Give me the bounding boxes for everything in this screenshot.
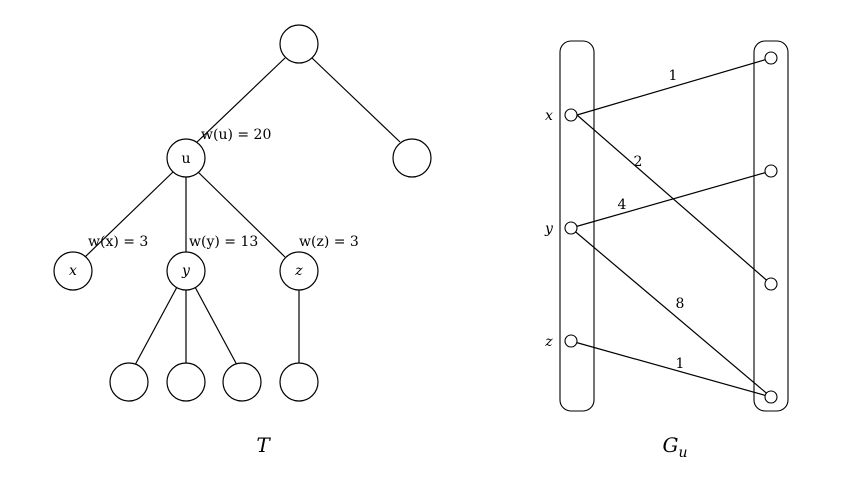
graph-label-z: z	[544, 334, 553, 350]
graph-edge-weight-8: 8	[676, 296, 685, 312]
graph-vertex-x	[564, 108, 578, 122]
left-partition	[559, 40, 595, 412]
tree-leaf-z	[279, 362, 319, 402]
graph-edge-weight-1: 1	[669, 68, 678, 84]
graph-edge-y-r2	[570, 170, 772, 229]
graph-vertex-y	[564, 221, 578, 235]
graph-label-x: x	[545, 108, 553, 124]
tree-node-u	[166, 138, 206, 178]
graph-gu: x y z 1 2 4 8 1 Gu	[544, 40, 789, 461]
graph-edge-weight-4: 4	[618, 197, 627, 213]
graph-vertex-right-2	[764, 164, 778, 178]
weight-label-u: w(u) = 20	[201, 127, 271, 143]
graph-caption-main: G	[662, 433, 678, 457]
graph-edge-weight-2: 2	[634, 154, 643, 170]
tree-node-z-label: z	[294, 263, 303, 279]
graph-vertex-right-4	[764, 390, 778, 404]
tree-edge-root-u	[195, 57, 286, 144]
tree-leaf-y-3	[222, 362, 262, 402]
graph-caption: Gu	[662, 433, 687, 461]
graph-vertex-right-1	[764, 51, 778, 65]
graph-caption-subscript: u	[678, 445, 687, 461]
tree-root-node	[279, 24, 319, 64]
tree-node-right	[392, 138, 432, 178]
tree-node-u-label: u	[181, 151, 190, 167]
graph-edge-z-r4	[570, 340, 772, 398]
right-partition	[753, 40, 789, 412]
tree-node-z	[279, 251, 319, 291]
tree-edge-u-z	[196, 170, 286, 258]
tree-leaf-y-1	[109, 362, 149, 402]
tree-node-x	[53, 251, 93, 291]
tree-edge-y-leaf1	[134, 286, 178, 366]
tree-node-x-label: x	[69, 263, 77, 279]
tree-node-y-label: y	[181, 263, 191, 279]
weight-label-x: w(x) = 3	[88, 234, 148, 250]
graph-vertex-z	[564, 334, 578, 348]
weight-label-y: w(y) = 13	[189, 234, 258, 250]
tree-leaf-y-2	[166, 362, 206, 402]
graph-vertex-right-3	[764, 277, 778, 291]
tree-edge-y-leaf3	[194, 286, 238, 366]
graph-edge-weight-1b: 1	[676, 356, 685, 372]
weight-label-z: w(z) = 3	[299, 234, 359, 250]
graph-label-y: y	[544, 221, 554, 237]
tree-caption: T	[256, 433, 271, 457]
tree-node-y	[166, 251, 206, 291]
tree-edge-root-right	[311, 57, 401, 143]
tree-edge-u-x	[84, 170, 175, 258]
graph-edge-x-r3	[576, 114, 772, 285]
tree-t: u x y z w(u) = 20 w(x) = 3 w(y) = 13 w(z…	[53, 24, 432, 457]
graph-edge-x-r1	[576, 57, 772, 116]
graph-edge-y-r4	[570, 227, 772, 398]
